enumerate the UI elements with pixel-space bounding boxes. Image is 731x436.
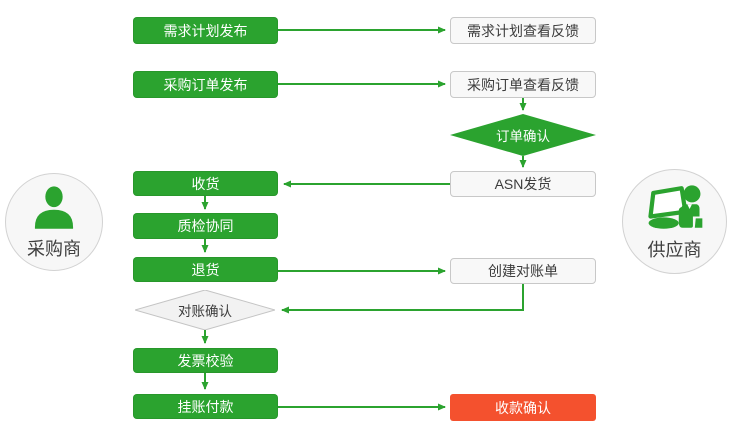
node-invoice-check: 发票校验 [133, 348, 278, 373]
diamond-label: 订单确认 [496, 129, 550, 144]
actor-buyer-label: 采购商 [27, 239, 81, 259]
diamond-shape [450, 114, 596, 156]
diamond-shape [135, 290, 275, 330]
person-bust-icon [28, 183, 80, 233]
node-return-goods: 退货 [133, 257, 278, 282]
node-order-confirm-diamond: 订单确认 [450, 114, 596, 156]
person-laptop-icon [642, 182, 708, 234]
node-po-feedback: 采购订单查看反馈 [450, 71, 596, 98]
node-quality-collab: 质检协同 [133, 213, 278, 239]
actor-supplier-label: 供应商 [647, 239, 702, 260]
node-po-publish: 采购订单发布 [133, 71, 278, 98]
actor-supplier: 供应商 [622, 169, 727, 274]
node-asn-ship: ASN发货 [450, 171, 596, 197]
node-book-payment: 挂账付款 [133, 394, 278, 419]
node-create-recon: 创建对账单 [450, 258, 596, 284]
node-demand-plan-feedback: 需求计划查看反馈 [450, 17, 596, 44]
diamond-label: 对账确认 [178, 304, 232, 319]
node-recon-confirm-diamond: 对账确认 [135, 290, 275, 330]
node-receipt-confirm: 收款确认 [450, 394, 596, 421]
node-receive-goods: 收货 [133, 171, 278, 196]
actor-buyer: 采购商 [5, 173, 103, 271]
node-demand-plan-publish: 需求计划发布 [133, 17, 278, 44]
